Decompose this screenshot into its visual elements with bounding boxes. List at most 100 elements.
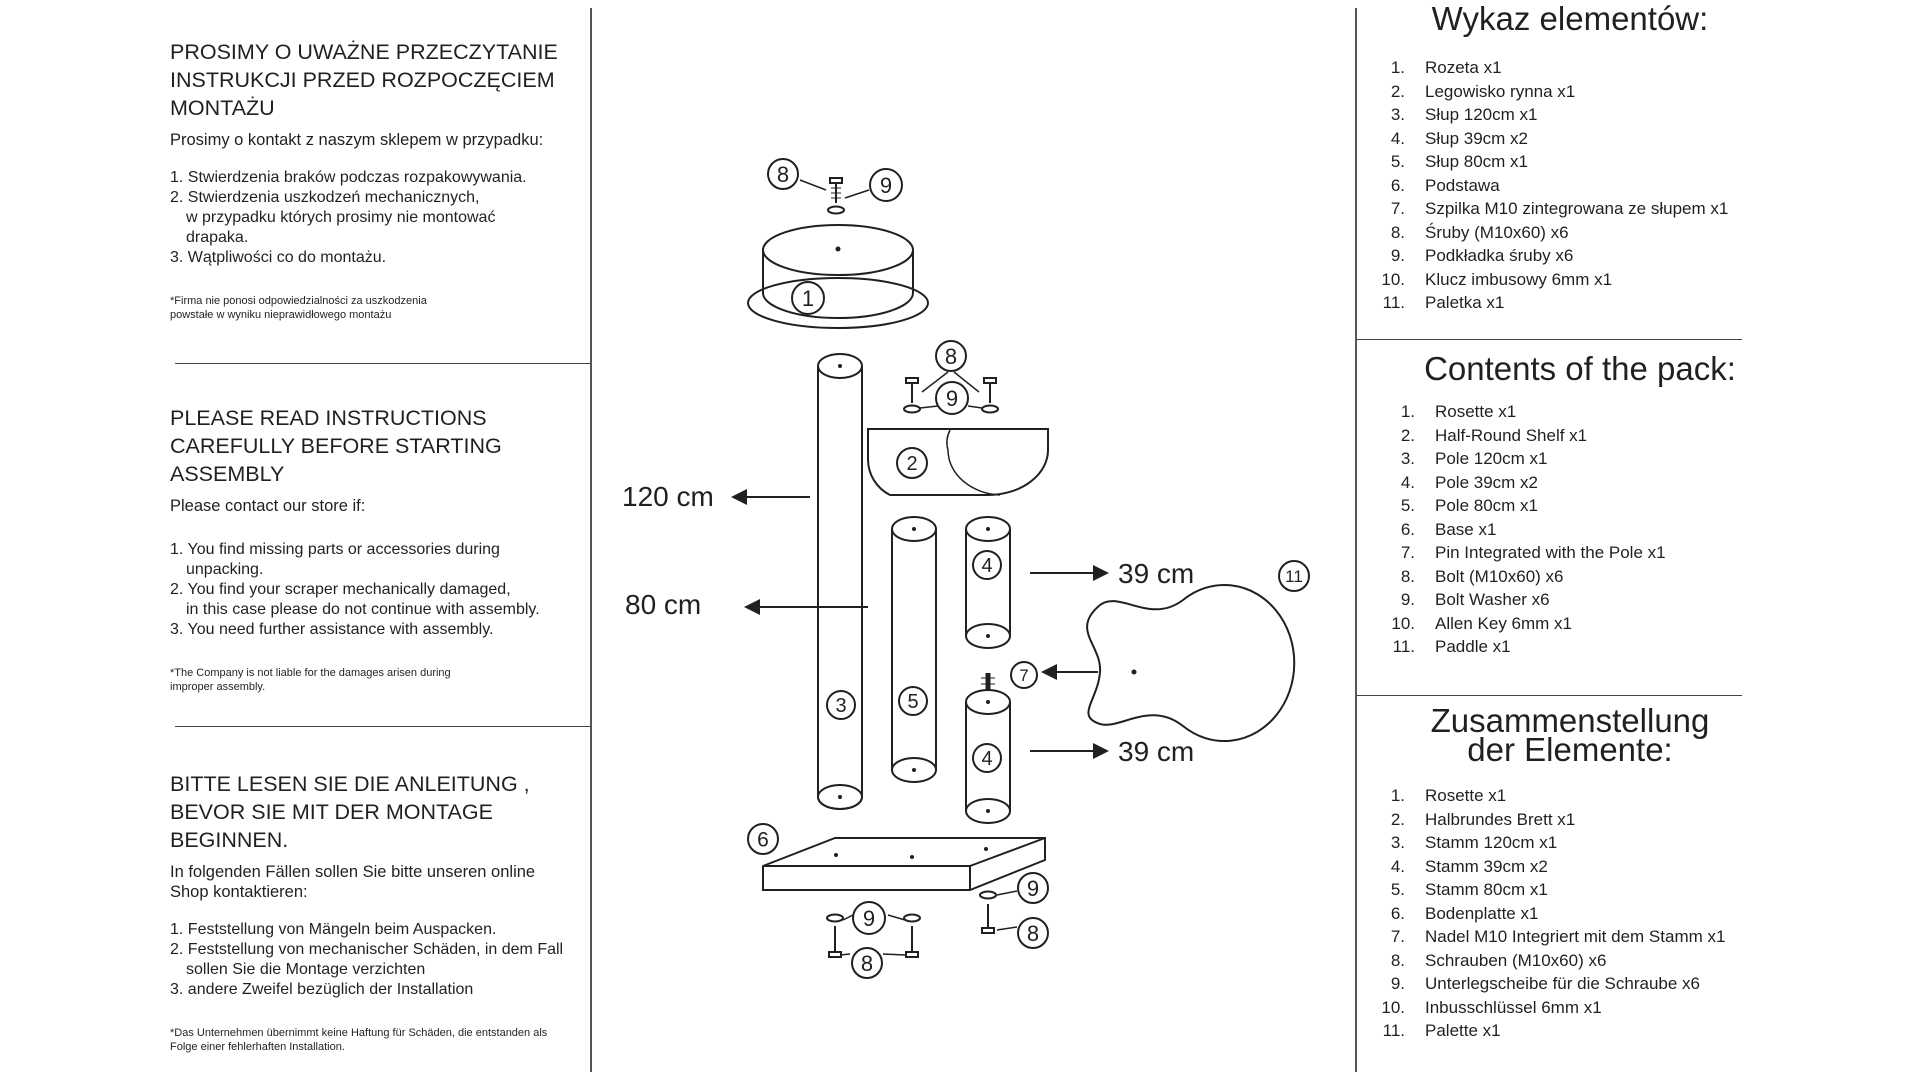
- parts-list-item: 1.Rosette x1: [1380, 400, 1780, 424]
- parts-list-item-number: 4.: [1390, 128, 1405, 148]
- parts-list-item-text: Stamm 80cm x1: [1425, 880, 1548, 899]
- parts-list-item-number: 5.: [1390, 152, 1405, 171]
- callout-number: 7: [1019, 666, 1028, 685]
- callout-number: 3: [835, 695, 846, 717]
- polish-notice-item: 3. Wątpliwości co do montażu.: [170, 249, 387, 266]
- right-column-divider: [1355, 8, 1357, 1072]
- left-column-divider: [590, 8, 592, 1072]
- german-notice-intro: In folgenden Fällen sollen Sie bitte uns…: [170, 863, 536, 901]
- english-notice-item: 3. You need further assistance with asse…: [170, 621, 494, 638]
- parts-list-item-number: 6.: [1390, 175, 1405, 195]
- parts-list-item-text: Nadel M10 Integriert mit dem Stamm x1: [1425, 927, 1726, 946]
- parts-list-item-number: 11.: [1392, 637, 1415, 656]
- callout-circle: [935, 340, 967, 372]
- parts-list-item-text: Schrauben (M10x60) x6: [1425, 950, 1607, 970]
- parts-list-item-text: Bodenplatte x1: [1425, 903, 1539, 923]
- parts-list-item: 2.Halbrundes Brett x1: [1370, 808, 1770, 832]
- callout-circle: [896, 447, 928, 479]
- parts-list-item-number: 11.: [1382, 1021, 1405, 1040]
- polish-notice-footnote: *Firma nie ponosi odpowiedzialności za u…: [170, 295, 427, 321]
- parts-list-item-text: Base x1: [1435, 519, 1497, 539]
- parts-list-item: 7.Szpilka M10 zintegrowana ze słupem x1: [1370, 197, 1770, 221]
- german-notice-item: 1. Feststellung von Mängeln beim Auspack…: [170, 921, 497, 938]
- callout-circle: [1278, 560, 1310, 592]
- parts-list-item: 8.Śruby (M10x60) x6: [1370, 221, 1770, 245]
- callout-number: 1: [802, 286, 814, 311]
- parts-list-item-text: Inbusschlüssel 6mm x1: [1425, 997, 1602, 1017]
- parts-list-item-text: Unterlegscheibe für die Schraube x6: [1425, 974, 1700, 993]
- parts-list-item-number: 7.: [1400, 543, 1415, 562]
- parts-list-item: 7. Nadel M10 Integriert mit dem Stamm x1: [1370, 925, 1770, 949]
- callout-circle: [935, 381, 969, 415]
- pole-80cm-part: [891, 516, 937, 783]
- paddle-part: [1086, 584, 1296, 742]
- parts-list-item-number: 3.: [1390, 105, 1405, 124]
- parts-list-item: 1.Rozeta x1: [1370, 56, 1770, 80]
- right-divider-2: [1357, 695, 1742, 696]
- parts-list-item-text: Stamm 120cm x1: [1425, 833, 1558, 852]
- parts-list-german-title: Zusammenstellung der Elemente:: [1370, 704, 1770, 768]
- callout-circle: [851, 947, 883, 979]
- parts-list-item-number: 7.: [1390, 927, 1405, 946]
- parts-list-item-text: Allen Key 6mm x1: [1435, 613, 1572, 633]
- parts-list-item-number: 2.: [1400, 425, 1415, 445]
- parts-list-item-number: 9.: [1390, 974, 1405, 993]
- parts-list-item-text: Pin Integrated with the Pole x1: [1435, 543, 1666, 562]
- right-divider-1: [1357, 339, 1742, 340]
- parts-list-item-text: Szpilka M10 zintegrowana ze słupem x1: [1425, 199, 1729, 218]
- polish-notice-list: 1. Stwierdzenia braków podczas rozpakowy…: [170, 168, 590, 268]
- shelf-bolts-icon: [903, 377, 999, 414]
- english-notice-item: 1. You find missing parts or accessories…: [170, 541, 500, 578]
- parts-list-item-number: 3.: [1390, 833, 1405, 852]
- parts-list-item-number: 8.: [1390, 950, 1405, 970]
- german-notice: BITTE LESEN SIE DIE ANLEITUNG , BEVOR SI…: [170, 770, 590, 1054]
- half-round-shelf-part: [867, 428, 1049, 496]
- parts-list-item: 4.Stamm 39cm x2: [1370, 855, 1770, 879]
- callout-circle: [791, 281, 825, 315]
- parts-list-item: 5.Stamm 80cm x1: [1370, 878, 1770, 902]
- parts-list-item: 9.Podkładka śruby x6: [1370, 244, 1770, 268]
- polish-notice: PROSIMY O UWAŻNE PRZECZYTANIE INSTRUKCJI…: [170, 38, 590, 322]
- parts-list-item: 2. Legowisko rynna x1: [1370, 80, 1770, 104]
- parts-list-item: 5. Pole 80cm x1: [1380, 494, 1780, 518]
- german-notice-item: 3. andere Zweifel bezüglich der Installa…: [170, 981, 474, 998]
- left-divider-1: [175, 363, 590, 364]
- parts-list-item: 8.Bolt (M10x60) x6: [1380, 565, 1780, 589]
- parts-list-item: 3.Słup 120cm x1: [1370, 103, 1770, 127]
- parts-list-item: 2.Half-Round Shelf x1: [1380, 424, 1780, 448]
- callout-number: 9: [1027, 876, 1039, 901]
- parts-list-german-title-line2: der Elemente:: [1467, 731, 1673, 768]
- dimension-39cm-lower-label: 39 cm: [1118, 736, 1194, 767]
- english-notice-title: PLEASE READ INSTRUCTIONS CAREFULLY BEFOR…: [170, 406, 502, 486]
- parts-list-item-number: 8.: [1400, 566, 1415, 586]
- parts-list-item-number: 2.: [1390, 809, 1405, 829]
- dimension-arrows: [731, 489, 1109, 759]
- parts-list-item-number: 9.: [1400, 590, 1415, 609]
- parts-list-item-text: Legowisko rynna x1: [1425, 81, 1576, 101]
- callout-number: 6: [757, 829, 769, 852]
- parts-list-item-number: 4.: [1400, 472, 1415, 492]
- pole-39cm-part-upper: [965, 516, 1011, 649]
- callout-circle: [852, 901, 886, 935]
- parts-list-item: 5.Słup 80cm x1: [1370, 150, 1770, 174]
- parts-list-item-number: 3.: [1400, 449, 1415, 468]
- parts-list-item-text: Bolt Washer x6: [1435, 590, 1550, 609]
- parts-list-item-text: Pole 80cm x1: [1435, 496, 1538, 515]
- parts-list-item: 6.Podstawa: [1370, 174, 1770, 198]
- parts-list-item: 3. Stamm 120cm x1: [1370, 831, 1770, 855]
- polish-notice-title: PROSIMY O UWAŻNE PRZECZYTANIE INSTRUKCJI…: [170, 40, 558, 120]
- parts-list-item-number: 6.: [1390, 903, 1405, 923]
- callout-circle: [869, 168, 903, 202]
- english-notice-footnote: *The Company is not liable for the damag…: [170, 667, 451, 693]
- callout-circle: [767, 158, 799, 190]
- parts-list-item: 4.Pole 39cm x2: [1380, 471, 1780, 495]
- parts-list-item-number: 2.: [1390, 81, 1405, 101]
- callout-number: 11: [1285, 567, 1303, 586]
- parts-list-item-number: 5.: [1400, 496, 1415, 515]
- callout-number: 8: [777, 162, 789, 187]
- parts-list-item-text: Słup 39cm x2: [1425, 128, 1528, 148]
- callout-circle: [972, 550, 1002, 580]
